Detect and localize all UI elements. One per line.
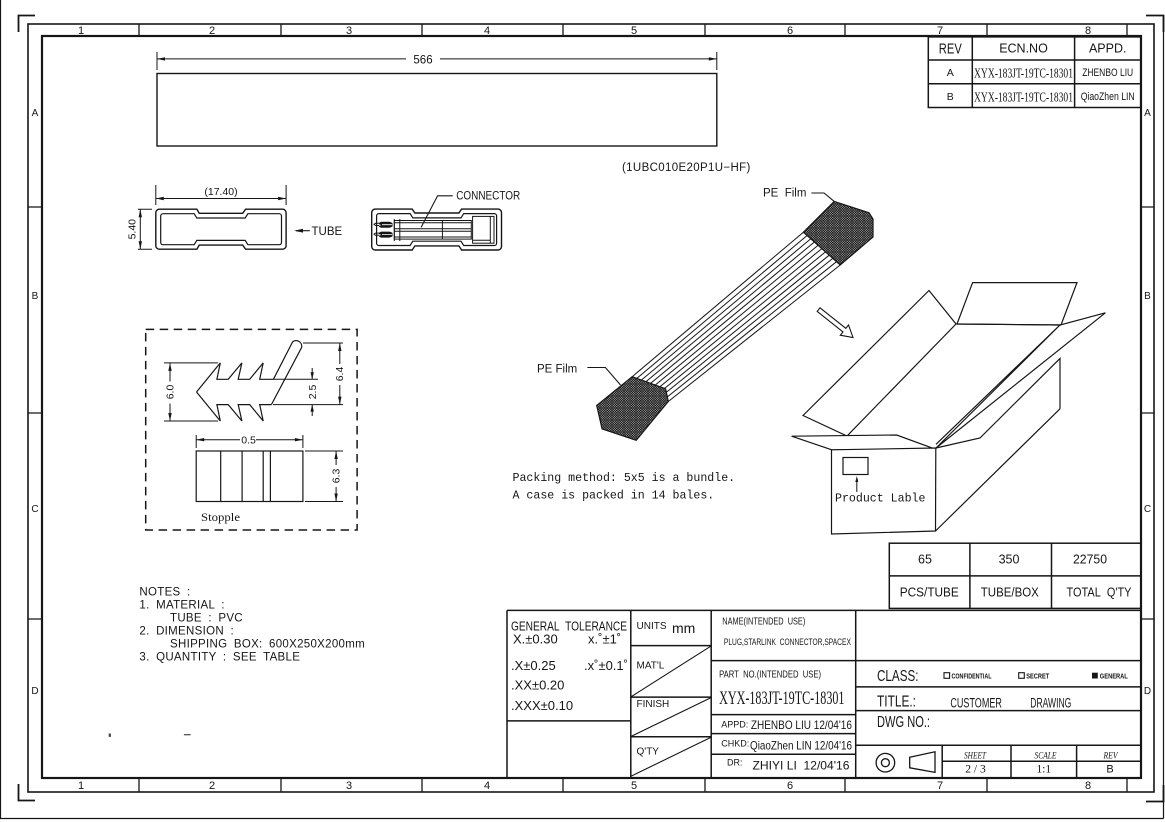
svg-text:DRAWING: DRAWING bbox=[1030, 696, 1071, 711]
svg-text:APPD.: APPD. bbox=[1089, 42, 1127, 56]
svg-text:5: 5 bbox=[631, 25, 637, 37]
svg-text:XYX-183JT-19TC-18301: XYX-183JT-19TC-18301 bbox=[719, 688, 844, 709]
svg-text:SECRET: SECRET bbox=[1026, 672, 1049, 681]
svg-text:6: 6 bbox=[787, 25, 793, 37]
svg-text:A: A bbox=[947, 67, 954, 79]
svg-text:2 / 3: 2 / 3 bbox=[965, 764, 986, 776]
svg-text:65: 65 bbox=[918, 553, 932, 567]
svg-text:B: B bbox=[1144, 291, 1151, 302]
svg-text:6.4: 6.4 bbox=[334, 367, 346, 382]
svg-text:A: A bbox=[1144, 108, 1151, 119]
svg-text:350: 350 bbox=[999, 553, 1020, 567]
svg-text:.X±0.25: .X±0.25 bbox=[511, 658, 556, 673]
svg-text:Stopple: Stopple bbox=[201, 510, 240, 524]
svg-text:C: C bbox=[31, 504, 38, 515]
svg-text:SHIPPING BOX: 600X250X200mm: SHIPPING BOX: 600X250X200mm bbox=[170, 639, 365, 651]
svg-text:CONNECTOR: CONNECTOR bbox=[456, 191, 520, 203]
svg-text:Product Lable: Product Lable bbox=[835, 493, 925, 506]
svg-text:DWG NO.:: DWG NO.: bbox=[877, 714, 930, 731]
svg-text:2. DIMENSION :: 2. DIMENSION : bbox=[139, 626, 234, 638]
svg-text:MAT'L: MAT'L bbox=[637, 661, 665, 672]
svg-text:REV: REV bbox=[939, 41, 962, 58]
svg-text:X.±0.30: X.±0.30 bbox=[513, 632, 558, 647]
svg-text:5.40: 5.40 bbox=[127, 219, 139, 240]
svg-text:CLASS:: CLASS: bbox=[877, 668, 919, 685]
svg-text:PLUG,STARLINK CONNECTOR,SPACE: PLUG,STARLINK CONNECTOR,SPACEX bbox=[724, 637, 851, 647]
svg-text:4: 4 bbox=[484, 25, 490, 37]
svg-text:A: A bbox=[32, 108, 39, 119]
svg-text:D: D bbox=[1144, 686, 1151, 697]
svg-text:x.˚±1˚: x.˚±1˚ bbox=[588, 632, 621, 647]
svg-text:8: 8 bbox=[1085, 25, 1091, 37]
svg-text:3: 3 bbox=[346, 25, 352, 37]
svg-text:XYX-183JT-19TC-18301: XYX-183JT-19TC-18301 bbox=[974, 91, 1073, 106]
svg-text:Q'TY: Q'TY bbox=[637, 747, 660, 758]
svg-text:2.5: 2.5 bbox=[307, 385, 319, 400]
svg-text:TITLE.:: TITLE.: bbox=[877, 694, 916, 711]
svg-text:.XXX±0.10: .XXX±0.10 bbox=[511, 698, 573, 713]
svg-text:2: 2 bbox=[209, 25, 215, 37]
svg-text:PE Film: PE Film bbox=[763, 188, 806, 200]
svg-text:APPD:: APPD: bbox=[721, 720, 748, 730]
svg-text:SHEET: SHEET bbox=[964, 752, 987, 762]
svg-text:5: 5 bbox=[631, 780, 637, 792]
svg-text:PART NO.(INTENDED USE): PART NO.(INTENDED USE) bbox=[719, 670, 821, 681]
svg-text:7: 7 bbox=[937, 25, 943, 37]
svg-text:4: 4 bbox=[484, 780, 490, 792]
svg-text:D: D bbox=[31, 686, 38, 697]
svg-text:PE Film: PE Film bbox=[537, 364, 577, 376]
svg-text:(17.40): (17.40) bbox=[204, 186, 237, 198]
svg-text:SCALE: SCALE bbox=[1035, 752, 1057, 762]
svg-text:QiaoZhen LIN 12/04'16: QiaoZhen LIN 12/04'16 bbox=[750, 739, 852, 753]
svg-text:CHKD:: CHKD: bbox=[721, 739, 749, 749]
svg-text:B: B bbox=[32, 291, 39, 302]
svg-text:C: C bbox=[1144, 504, 1151, 515]
svg-text:7: 7 bbox=[937, 780, 943, 792]
svg-text:UNITS: UNITS bbox=[637, 621, 667, 632]
svg-text:ZHENBO LIU: ZHENBO LIU bbox=[1082, 67, 1133, 79]
svg-text:1. MATERIAL :: 1. MATERIAL : bbox=[139, 600, 224, 612]
svg-text:1: 1 bbox=[78, 25, 84, 37]
svg-text:B: B bbox=[947, 91, 954, 103]
svg-text:A case is packed in 14 bales.: A case is packed in 14 bales. bbox=[513, 490, 715, 503]
svg-text:XYX-183JT-19TC-18301: XYX-183JT-19TC-18301 bbox=[974, 67, 1073, 82]
svg-text:(1UBC010E20P1U−HF): (1UBC010E20P1U−HF) bbox=[622, 162, 751, 174]
svg-text:REV: REV bbox=[1103, 752, 1119, 762]
svg-text:Packing method: 5x5 is a bundl: Packing method: 5x5 is a bundle. bbox=[513, 472, 736, 485]
svg-text:566: 566 bbox=[413, 55, 432, 67]
svg-text:NOTES :: NOTES : bbox=[139, 587, 190, 599]
svg-text:0.5: 0.5 bbox=[241, 435, 256, 447]
svg-text:6: 6 bbox=[787, 780, 793, 792]
svg-text:.XX±0.20: .XX±0.20 bbox=[511, 678, 564, 693]
svg-text:6.0: 6.0 bbox=[165, 385, 177, 400]
svg-text:mm: mm bbox=[672, 620, 695, 636]
svg-text:1:1: 1:1 bbox=[1036, 764, 1051, 776]
svg-text:1: 1 bbox=[78, 780, 84, 792]
svg-text:.x˚±0.1˚: .x˚±0.1˚ bbox=[584, 658, 628, 673]
svg-text:FINISH: FINISH bbox=[637, 699, 670, 710]
svg-text:2: 2 bbox=[209, 780, 215, 792]
svg-text:22750: 22750 bbox=[1073, 553, 1107, 567]
svg-text:GENERAL: GENERAL bbox=[1100, 672, 1128, 681]
svg-text:PCS/TUBE: PCS/TUBE bbox=[900, 586, 959, 600]
svg-text:6.3: 6.3 bbox=[331, 469, 343, 484]
svg-text:ZHENBO LIU 12/04'16: ZHENBO LIU 12/04'16 bbox=[751, 718, 852, 732]
svg-text:TUBE/BOX: TUBE/BOX bbox=[981, 586, 1040, 600]
svg-text:TOTAL Q'TY: TOTAL Q'TY bbox=[1067, 586, 1133, 600]
svg-text:8: 8 bbox=[1085, 780, 1091, 792]
svg-text:3. QUANTITY : SEE TABLE: 3. QUANTITY : SEE TABLE bbox=[139, 652, 300, 664]
svg-text:DR:: DR: bbox=[727, 758, 743, 768]
svg-text:CUSTOMER: CUSTOMER bbox=[950, 696, 1002, 711]
svg-text:B: B bbox=[1106, 764, 1113, 776]
svg-text:ZHIYI LI 12/04'16: ZHIYI LI 12/04'16 bbox=[753, 759, 850, 773]
svg-text:CONFIDENTIAL: CONFIDENTIAL bbox=[952, 672, 992, 681]
svg-text:QiaoZhen LIN: QiaoZhen LIN bbox=[1081, 91, 1135, 103]
svg-text:TUBE : PVC: TUBE : PVC bbox=[170, 613, 243, 625]
svg-text:NAME(INTENDED USE): NAME(INTENDED USE) bbox=[722, 617, 805, 628]
svg-text:3: 3 bbox=[346, 780, 352, 792]
svg-text:ECN.NO: ECN.NO bbox=[999, 42, 1048, 56]
svg-text:GENERAL TOLERANCE: GENERAL TOLERANCE bbox=[511, 620, 627, 634]
svg-text:TUBE: TUBE bbox=[312, 226, 343, 238]
